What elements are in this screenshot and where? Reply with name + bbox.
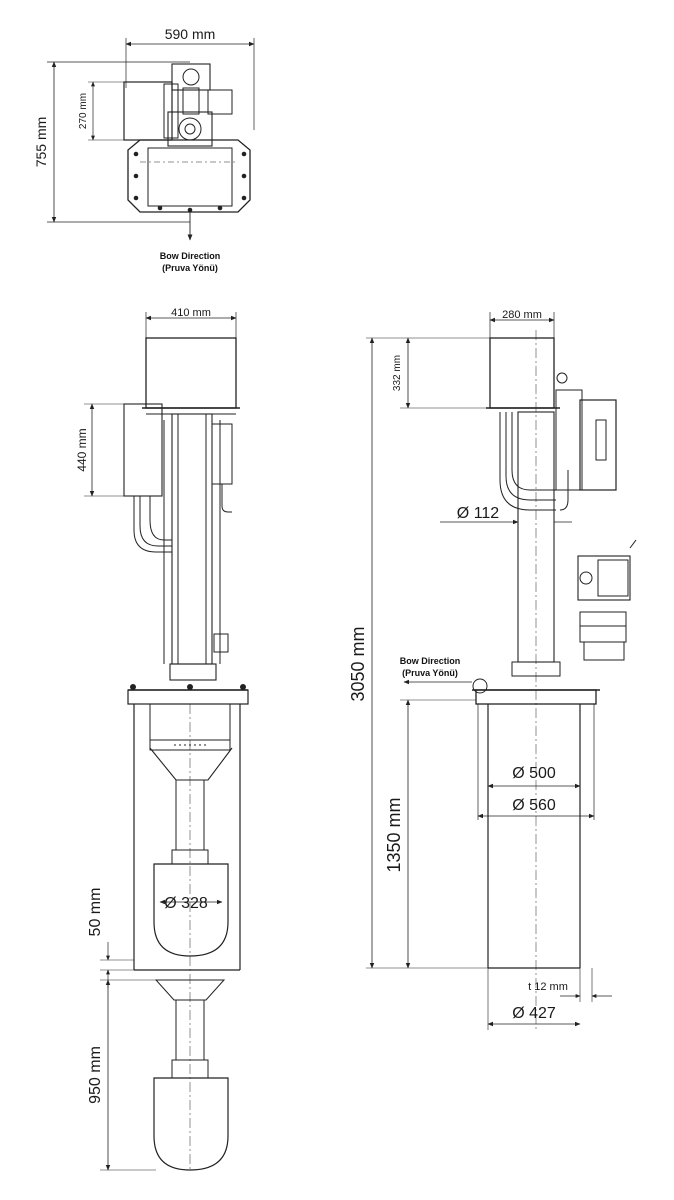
front-motor: [145, 337, 237, 409]
top-view: [47, 38, 255, 241]
side-view: [366, 312, 637, 1030]
side-motor-width-label: 280 mm: [502, 309, 542, 321]
top-bow-direction-label: Bow Direction: [160, 251, 221, 261]
front-view: [84, 312, 249, 1172]
top-depth-dim-label: 755 mm: [33, 117, 49, 168]
top-motor-dim-label: 270 mm: [78, 93, 89, 129]
side-flange-inner-diameter-label: Ø 500: [512, 765, 556, 782]
base-flange: [127, 139, 251, 213]
front-pod: [153, 863, 229, 957]
motor-housing: [123, 81, 173, 141]
front-gap-dim-label: 50 mm: [87, 888, 104, 937]
side-flange-outer-diameter-label: Ø 560: [512, 797, 556, 814]
front-lower-pod: [153, 1077, 229, 1171]
front-motor-width-label: 410 mm: [171, 307, 211, 319]
side-lower-height-label: 1350 mm: [384, 797, 404, 872]
side-total-height-label: 3050 mm: [348, 626, 368, 701]
side-motor-height-label: 332 mm: [392, 355, 403, 391]
side-bow-direction-label: Bow Direction: [400, 656, 461, 666]
side-tube-diameter-label: Ø 427: [512, 1005, 556, 1022]
side-motor: [489, 337, 555, 409]
side-junction-box: [579, 399, 617, 491]
front-junction-box: [123, 403, 163, 497]
top-bow-direction-tr-label: (Pruva Yönü): [162, 263, 218, 273]
side-wall-thickness-label: t 12 mm: [528, 981, 568, 993]
front-extension-dim-label: 950 mm: [87, 1046, 104, 1104]
front-box-height-label: 440 mm: [75, 428, 89, 471]
side-shaft-diameter-label: Ø 112: [457, 505, 500, 522]
side-bow-direction-tr-label: (Pruva Yönü): [402, 668, 458, 678]
front-pod-diameter-label: Ø 328: [164, 895, 208, 912]
front-base-flange: [127, 689, 249, 705]
top-width-dim-label: 590 mm: [165, 26, 216, 42]
